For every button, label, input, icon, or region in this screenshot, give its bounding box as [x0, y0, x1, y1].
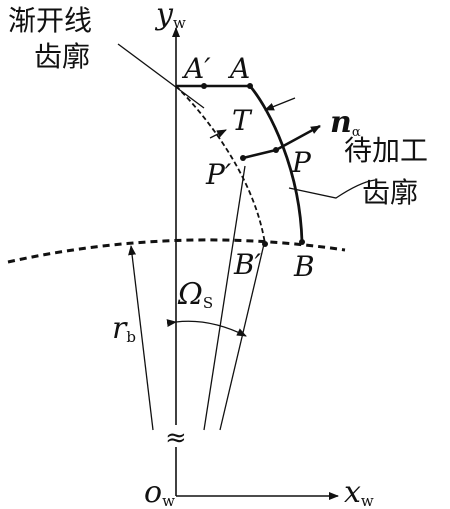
break-mark-bg: [164, 425, 188, 447]
point-a-label: A: [227, 52, 250, 85]
machined-label-line1: 待加工: [344, 134, 428, 167]
radial-line-2: [219, 243, 265, 431]
break-mark: ≈: [165, 423, 187, 453]
point-a-prime-label: A′: [181, 52, 211, 85]
origin-label: ow: [144, 475, 175, 509]
p-prime-to-p-segment: [242, 148, 277, 160]
y-axis-label: yw: [154, 0, 186, 32]
point-p-prime-dot: [240, 155, 246, 161]
thickness-arrow-right: [264, 97, 296, 111]
radial-line-1: [203, 165, 246, 431]
involute-label-line1: 渐开线: [8, 4, 92, 37]
point-p-prime-label: P′: [205, 158, 232, 191]
involute-leader: [117, 43, 205, 109]
point-p-label: P: [291, 146, 312, 179]
base-circle-arc: [7, 238, 346, 264]
normal-arrow: [275, 124, 321, 152]
radius-rb-arrow: [128, 245, 154, 431]
point-p-dot: [273, 147, 279, 153]
point-b-dot: [299, 239, 305, 245]
point-a-dot: [247, 83, 253, 89]
involute-label-line2: 齿廓: [34, 40, 90, 73]
machined-leader: [288, 179, 376, 199]
point-b-prime-label: B′: [233, 248, 262, 281]
point-b-label: B: [293, 250, 315, 283]
radius-rb-label: rb: [112, 311, 136, 346]
point-b-prime-dot: [262, 241, 268, 247]
angle-omega-label: ΩS: [177, 277, 213, 312]
normal-n-label: nα: [330, 105, 361, 140]
angle-omega-arc: [166, 319, 247, 337]
machined-label-line2: 齿廓: [362, 176, 418, 209]
thickness-arrow-left: [209, 129, 227, 139]
involute-profile-curve: [175, 85, 266, 245]
x-axis-label: xw: [344, 475, 374, 509]
point-a-prime-dot: [201, 83, 207, 89]
thickness-t-label: T: [232, 104, 253, 137]
